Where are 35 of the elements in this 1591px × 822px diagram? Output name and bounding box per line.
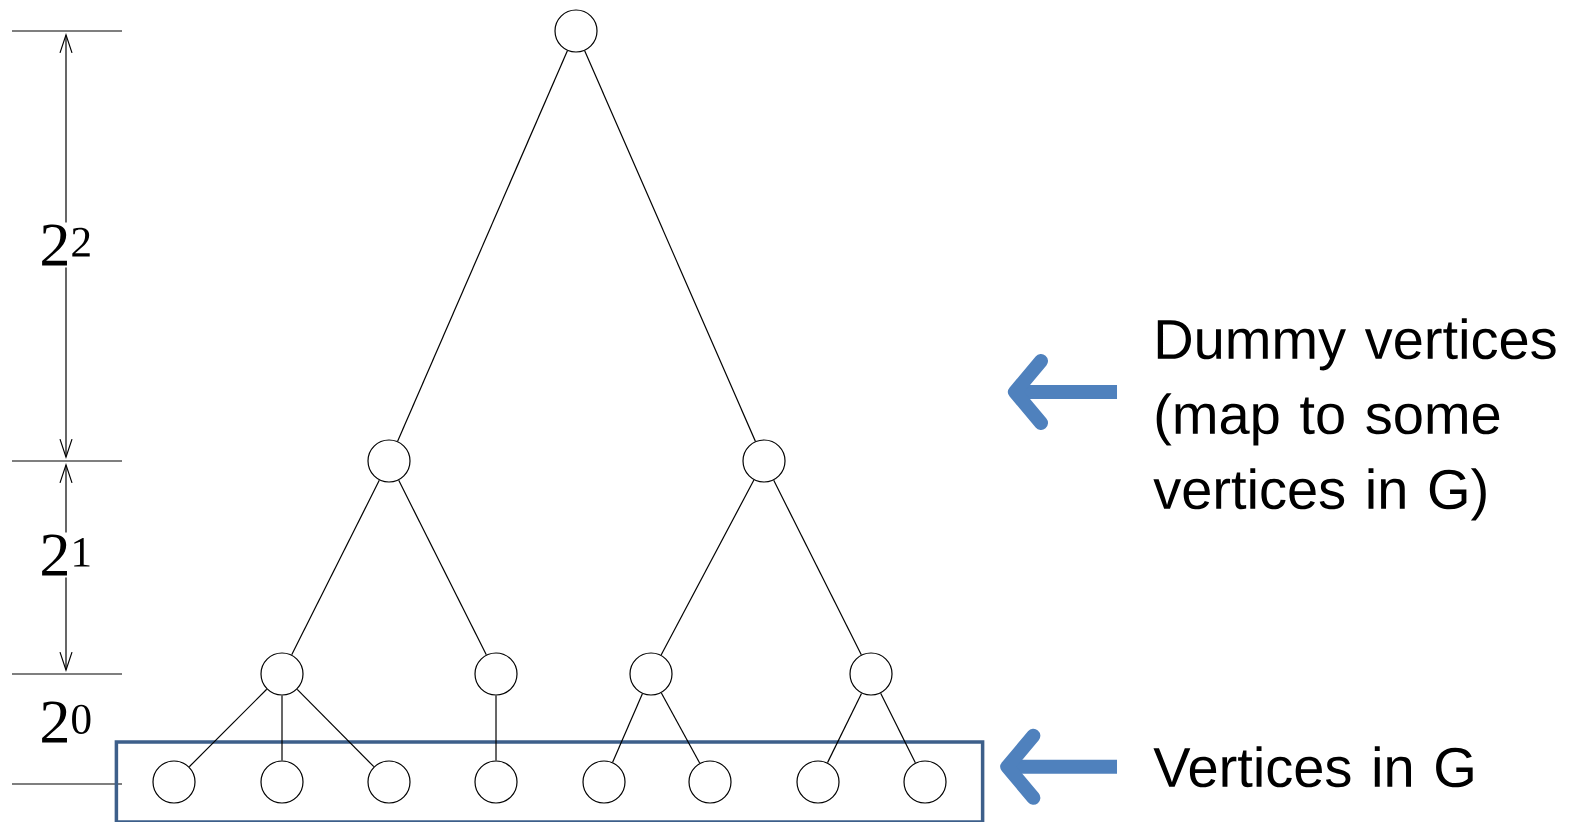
vertex-circle xyxy=(474,760,518,804)
tree-edge xyxy=(773,479,862,656)
vertex-circle xyxy=(367,439,411,483)
vertex-circle xyxy=(152,760,196,804)
dimension-label: 2$^{0}$ xyxy=(37,699,95,745)
vertex-circle xyxy=(849,652,893,696)
tree-edge xyxy=(397,50,568,442)
vertex-circle xyxy=(796,760,840,804)
vertex-circle xyxy=(903,760,947,804)
vertex-circle xyxy=(260,760,304,804)
dimension-label: 2$^{2}$ xyxy=(37,222,95,268)
tree-edge xyxy=(880,692,916,764)
annotation-text: Dummy vertices (map to some vertices in G) xyxy=(1153,318,1556,521)
tree-edge xyxy=(660,692,701,764)
tree-edge xyxy=(291,479,380,656)
vertex-circle xyxy=(629,652,673,696)
tree-edge xyxy=(612,693,643,763)
tree-edge xyxy=(826,692,863,764)
tree-edge xyxy=(188,688,268,768)
vertex-circle xyxy=(554,9,598,53)
vertex-circle xyxy=(582,760,626,804)
tree-edge xyxy=(296,688,375,768)
highlight-box xyxy=(114,740,985,822)
vertex-circle xyxy=(260,652,304,696)
dimension-label: 2$^{1}$ xyxy=(37,532,95,578)
tree-edge xyxy=(281,695,283,761)
vertex-circle xyxy=(688,760,732,804)
vertex-circle xyxy=(742,439,786,483)
annotation-text: Vertices in G xyxy=(1153,746,1473,788)
tree-edge xyxy=(398,479,487,656)
tree-edge xyxy=(584,50,756,442)
vertex-circle xyxy=(474,652,518,696)
tree-edge xyxy=(495,695,497,761)
tree-edge xyxy=(660,479,755,656)
vertex-circle xyxy=(367,760,411,804)
